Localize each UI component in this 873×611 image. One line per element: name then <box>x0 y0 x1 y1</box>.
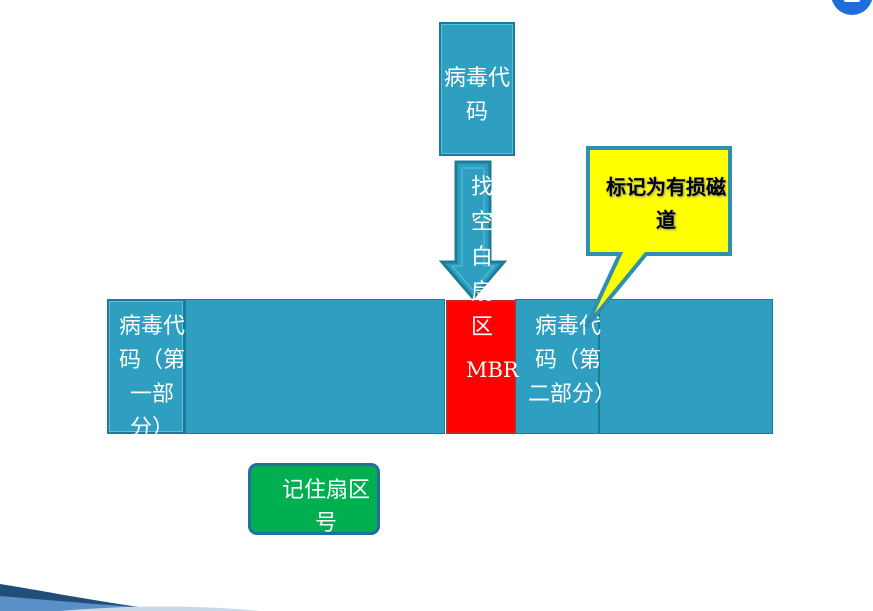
word-logo-icon: W <box>831 0 873 15</box>
remember-sector-box <box>248 463 380 535</box>
svg-text:W: W <box>846 0 857 3</box>
find-blank-sector-label: 找 空 白 扇 区 <box>467 170 497 345</box>
virus-code-top-label: 病毒代码 <box>443 66 510 125</box>
mbr-sector-block <box>446 300 516 434</box>
callout-label: 标记为有损磁道 <box>606 175 726 232</box>
virus-code-part1-label: 病毒代码（第一部分） <box>118 314 185 441</box>
disk-segment-left <box>107 299 185 434</box>
find-char: 白 <box>470 245 493 270</box>
remember-sector-label: 记住扇区号 <box>281 478 370 536</box>
down-arrow-icon <box>438 160 508 300</box>
disk-segment-far-right <box>599 299 773 434</box>
find-char: 找 <box>470 175 493 200</box>
virus-code-top-box: 病毒代码 <box>439 22 515 156</box>
callout-bubble <box>584 146 732 329</box>
find-char: 空 <box>470 210 493 235</box>
disk-segment-right <box>515 299 599 434</box>
corner-swoosh-icon <box>0 584 260 611</box>
disk-segment-middle <box>185 299 445 434</box>
find-char: 扇 <box>470 280 493 305</box>
find-char: 区 <box>470 315 493 340</box>
mbr-label: MBR <box>466 358 519 382</box>
